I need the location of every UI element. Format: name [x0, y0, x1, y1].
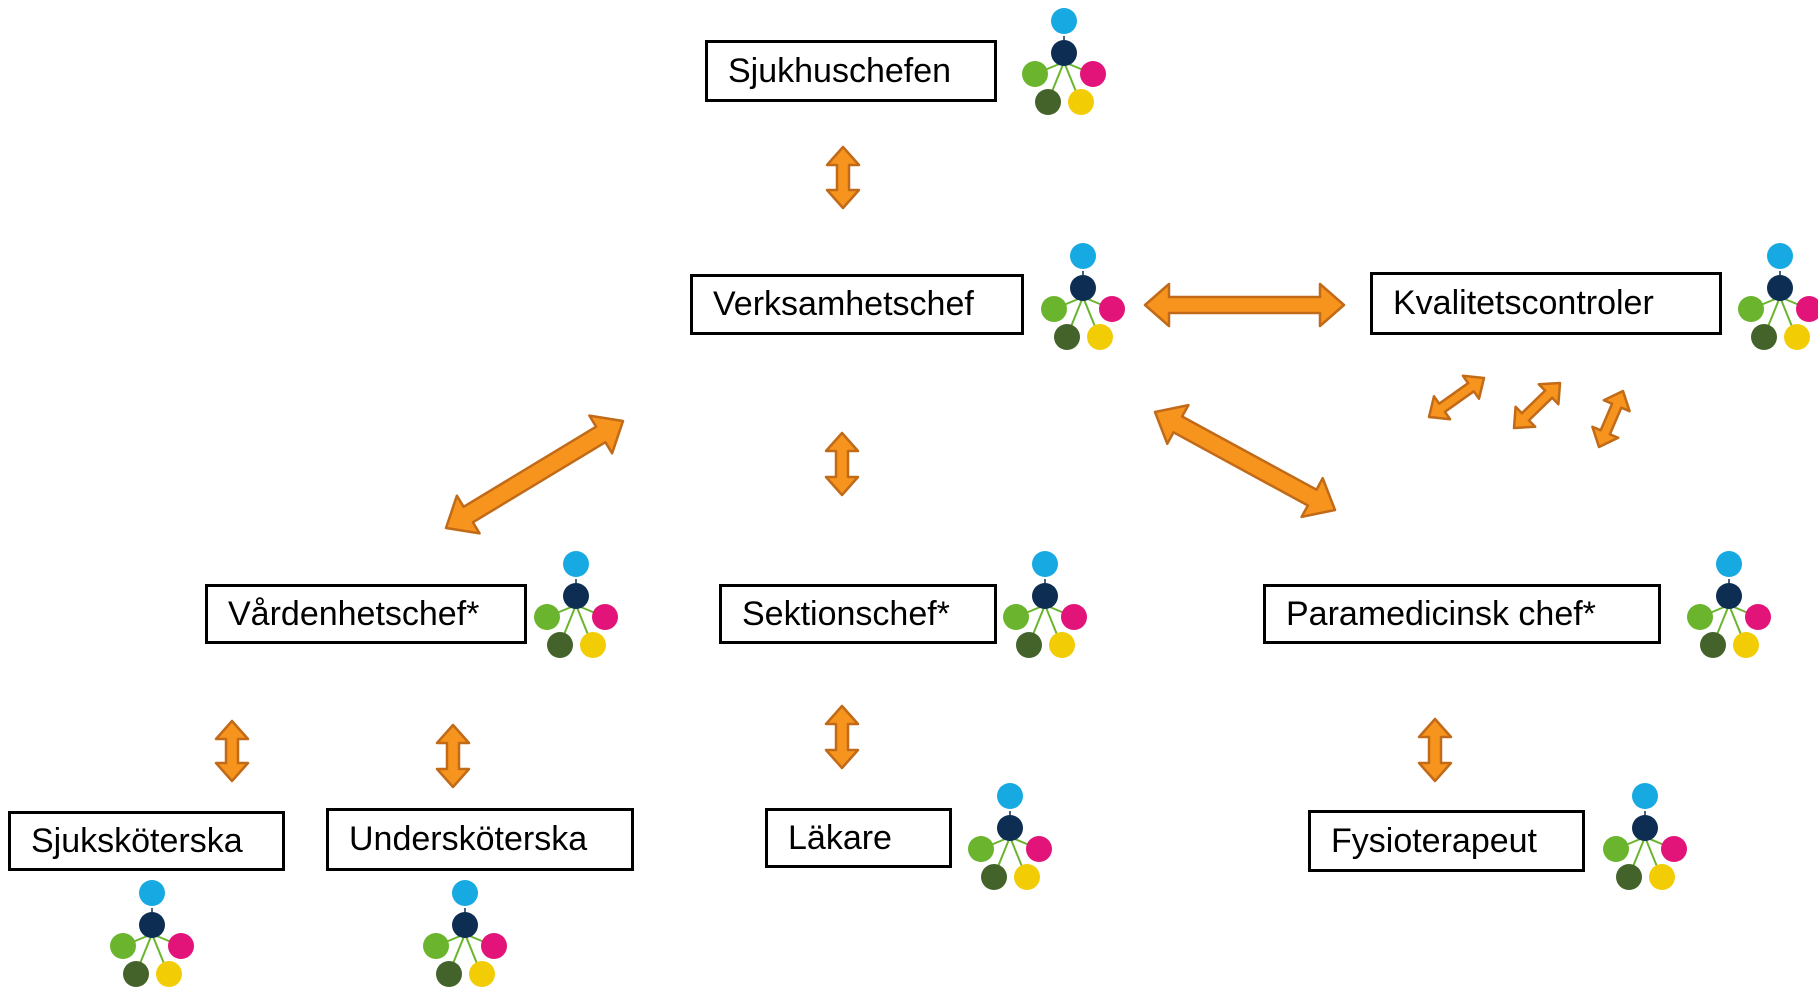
arrow-sektionschef-lakare — [824, 704, 860, 770]
node-vardenhetschef: Vårdenhetschef* — [205, 584, 527, 644]
relationship-arrows — [214, 145, 1631, 789]
competence-wheel-icon — [1002, 550, 1088, 659]
node-label: Verksamhetschef — [713, 285, 974, 323]
competence-wheel-icon — [422, 879, 508, 988]
node-sjukskoterska: Sjuksköterska — [8, 811, 285, 871]
node-verksamhetschef: Verksamhetschef — [690, 274, 1024, 335]
node-label: Vårdenhetschef* — [228, 594, 480, 633]
competence-wheel-icon — [1686, 550, 1772, 659]
node-underskoterska: Undersköterska — [326, 808, 634, 871]
node-label: Sjuksköterska — [31, 821, 243, 860]
competence-wheel-icon — [967, 782, 1053, 891]
arrow-paramedicinsk-fysioterapeut — [1417, 717, 1453, 783]
node-label: Läkare — [788, 818, 892, 857]
node-sjukhuschefen: Sjukhuschefen — [705, 40, 997, 102]
competence-wheel-icon — [1737, 242, 1818, 351]
node-fysioterapeut: Fysioterapeut — [1308, 810, 1585, 872]
arrow-verksamhetschef-kvalitetscontroler — [1143, 282, 1346, 328]
arrow-verksamhetschef-vardenhetschef — [444, 414, 625, 535]
node-lakare: Läkare — [765, 808, 952, 868]
competence-wheel-icon — [1021, 7, 1107, 116]
competence-wheel-icon — [109, 879, 195, 988]
node-label: Paramedicinsk chef* — [1286, 594, 1596, 633]
arrow-verksamhetschef-sektionschef — [824, 431, 860, 497]
arrow-verksamhetschef-paramedicinsk — [1153, 403, 1337, 519]
arrow-vardenhetschef-sjukskoterska — [214, 719, 250, 783]
arrow-kvalitetscontroler-2 — [1512, 381, 1562, 430]
node-kvalitetscontroler: Kvalitetscontroler — [1370, 272, 1722, 335]
node-label: Fysioterapeut — [1331, 821, 1537, 860]
competence-wheel-icon — [533, 550, 619, 659]
node-label: Sektionschef* — [742, 594, 950, 633]
node-label: Kvalitetscontroler — [1393, 284, 1654, 322]
arrow-kvalitetscontroler-3 — [1591, 389, 1631, 449]
arrow-sjukhuschefen-verksamhetschef — [825, 145, 861, 210]
node-sektionschef: Sektionschef* — [719, 584, 997, 644]
arrow-kvalitetscontroler-1 — [1427, 374, 1486, 421]
node-paramedicinsk-chef: Paramedicinsk chef* — [1263, 584, 1661, 644]
competence-wheel-icon — [1602, 782, 1688, 891]
node-label: Sjukhuschefen — [728, 51, 952, 90]
competence-wheel-icon — [1040, 242, 1126, 351]
node-label: Undersköterska — [349, 820, 588, 858]
arrow-vardenhetschef-underskoterska — [435, 723, 471, 789]
